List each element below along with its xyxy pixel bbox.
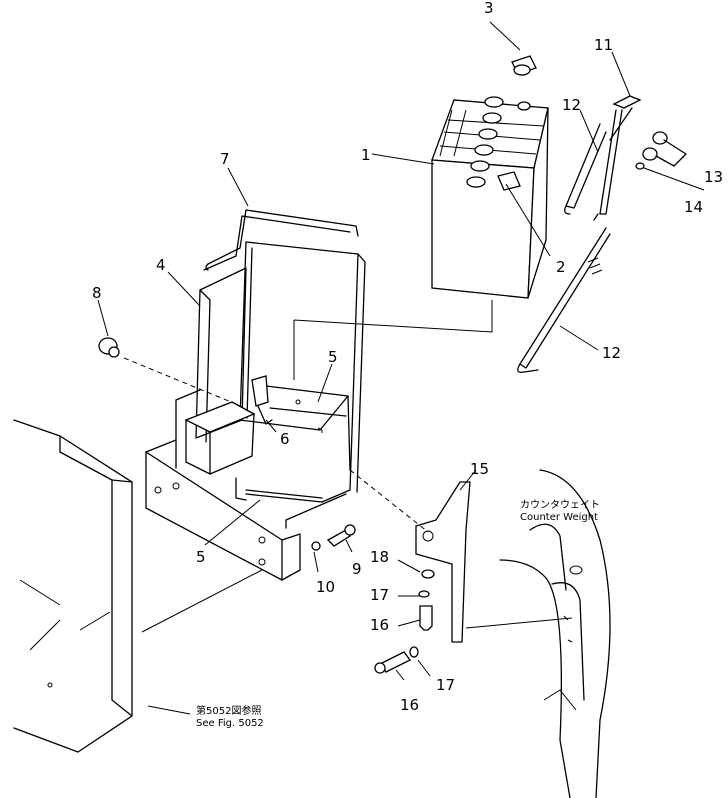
mount-bolt-9-10 [311, 524, 356, 551]
callout-3: 3 [484, 0, 494, 17]
counterweight [499, 469, 611, 798]
callout-5-top: 5 [328, 348, 338, 366]
see-figure-note: 第5052図参照 See Fig. 5052 [196, 704, 264, 729]
callout-16-upper: 16 [370, 616, 389, 634]
battery [431, 96, 549, 299]
callout-1: 1 [361, 146, 371, 164]
callout-5-bottom: 5 [196, 548, 206, 566]
see-fig-label-en: See Fig. 5052 [196, 718, 264, 729]
nuts-and-washer [635, 131, 687, 170]
battery-caps [466, 96, 504, 188]
callout-4: 4 [156, 256, 166, 274]
callout-12-upper: 12 [562, 96, 581, 114]
callout-10: 10 [316, 578, 335, 596]
bolts-16-17-18 [374, 569, 435, 674]
callout-17-upper: 17 [370, 586, 389, 604]
callout-8: 8 [92, 284, 102, 302]
terminal-cap [511, 55, 537, 76]
leader-lines [97, 21, 705, 715]
callout-9: 9 [352, 560, 362, 578]
callout-15: 15 [470, 460, 489, 478]
callout-2: 2 [556, 258, 566, 276]
callout-numbers: 1 2 3 4 5 5 6 7 8 9 10 11 12 12 13 14 15… [92, 0, 723, 714]
callout-13: 13 [704, 168, 723, 186]
see-fig-label-jp: 第5052図参照 [196, 704, 261, 717]
callout-18: 18 [370, 548, 389, 566]
battery-hold-rod [203, 209, 359, 271]
counterweight-label-jp: カウンタウェイト [520, 499, 600, 511]
counterweight-note: カウンタウェイト Counter Weight [520, 499, 600, 523]
callout-12-lower: 12 [602, 344, 621, 362]
callout-6: 6 [280, 430, 290, 448]
callout-7: 7 [220, 150, 230, 168]
callout-14: 14 [684, 198, 703, 216]
callout-16-lower: 16 [400, 696, 419, 714]
callout-11: 11 [594, 36, 613, 54]
battery-bracket [145, 241, 366, 581]
battery-hold-down-bolt [517, 95, 642, 373]
cable-cap [98, 337, 237, 405]
bracket-15 [349, 469, 471, 643]
callout-17-lower: 17 [436, 676, 455, 694]
counterweight-label-en: Counter Weight [520, 512, 598, 523]
machine-body-panel [13, 419, 133, 753]
